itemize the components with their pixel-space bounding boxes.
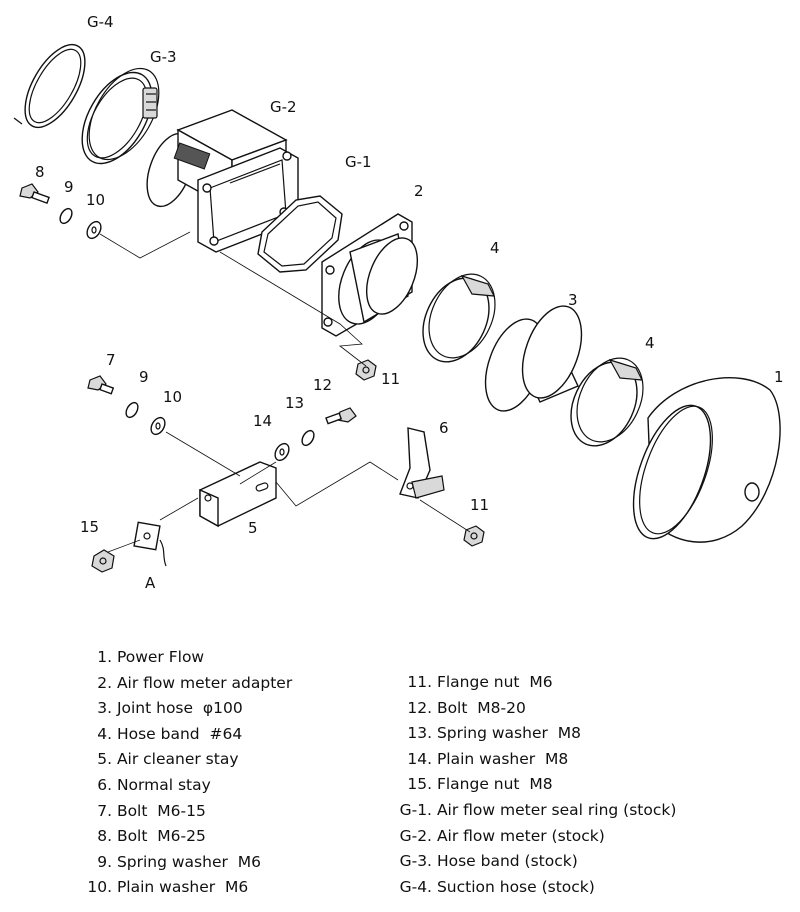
callout-g1: G-1 [345,153,372,171]
part-g3-hose-band [81,67,160,165]
exploded-parts-diagram: G-4 G-3 G-2 G-1 1 2 3 4 4 5 6 7 8 9 9 10… [13,13,784,592]
legend-item-13: 13. Spring washer M8 [407,724,581,743]
callout-9b: 9 [139,368,149,386]
legend-item-10: 10. Plain washer M6 [87,878,249,897]
part-7-bolt-m6-15 [87,375,115,395]
part-11-flange-nut-m6-b [463,525,485,547]
legend-item-12: 12. Bolt M8-20 [407,698,526,717]
callout-1: 1 [774,368,784,386]
part-14-plain-washer-m8 [274,442,290,462]
part-6-normal-stay [399,427,445,499]
legend-item-g2: G-2. Air flow meter (stock) [399,826,605,845]
assembly-leader-lines [99,231,471,553]
part-4-hose-band-a [422,273,496,363]
detail-a-bracket [133,521,167,567]
callout-3: 3 [568,291,578,309]
callout-10a: 10 [86,191,105,209]
legend-item-7: 7. Bolt M6-15 [97,801,206,820]
legend-item-6: 6. Normal stay [97,775,211,794]
callout-14: 14 [253,412,272,430]
callout-detail-a: A [145,574,156,592]
legend-item-5: 5. Air cleaner stay [97,750,239,769]
part-g1-seal-ring [257,195,343,273]
parts-legend-right: 11. Flange nut M6 12. Bolt M8-20 13. Spr… [392,670,677,900]
part-5-air-cleaner-stay [199,461,277,528]
callout-11a: 11 [381,370,400,388]
callout-12: 12 [313,376,332,394]
legend-item-g1: G-1. Air flow meter seal ring (stock) [399,800,677,819]
part-9-spring-washer-m6-b [125,401,139,419]
callout-4b: 4 [645,334,655,352]
callout-9a: 9 [64,178,74,196]
legend-item-2: 2. Air flow meter adapter [97,673,293,692]
callout-8: 8 [35,163,45,181]
callout-labels: G-4 G-3 G-2 G-1 1 2 3 4 4 5 6 7 8 9 9 10… [35,13,784,592]
callout-g3: G-3 [150,48,177,66]
part-13-spring-washer-m8 [301,429,315,447]
legend-item-4: 4. Hose band #64 [97,724,243,743]
callout-10b: 10 [163,388,182,406]
legend-item-9: 9. Spring washer M6 [97,852,261,871]
part-4-hose-band-b [570,357,644,447]
callout-4a: 4 [490,239,500,257]
callout-6: 6 [439,419,449,437]
parts-legend-left: 1. Power Flow 2. Air flow meter adapter … [80,645,292,901]
callout-g2: G-2 [270,98,297,116]
part-10-plain-washer-m6-b [150,416,166,436]
callout-g4: G-4 [87,13,114,31]
part-3-joint-hose [484,305,583,412]
part-g4-suction-hose [13,43,86,129]
callout-13: 13 [285,394,304,412]
part-g2-air-flow-meter [146,109,299,253]
legend-item-15: 15. Flange nut M8 [407,775,553,794]
legend-item-g3: G-3. Hose band (stock) [399,852,578,871]
callout-2: 2 [414,182,424,200]
legend-item-11: 11. Flange nut M6 [407,673,553,691]
legend-item-g4: G-4. Suction hose (stock) [399,877,595,896]
part-12-bolt-m8-20 [325,407,357,425]
callout-5: 5 [248,519,258,537]
callout-11b: 11 [470,496,489,514]
part-11-flange-nut-m6-a [355,359,377,381]
callout-15: 15 [80,518,99,536]
part-10-plain-washer-m6-a [86,220,102,240]
part-15-flange-nut-m8 [91,549,115,573]
part-8-bolt-m6-25 [19,183,50,205]
part-1-power-flow [632,377,781,543]
part-9-spring-washer-m6-a [59,207,73,225]
callout-7: 7 [106,351,116,369]
legend-item-8: 8. Bolt M6-25 [97,827,206,846]
legend-item-14: 14. Plain washer M8 [407,749,569,768]
legend-item-1: 1. Power Flow [97,648,205,666]
legend-item-3: 3. Joint hose φ100 [97,699,243,718]
part-2-adapter [321,213,419,337]
